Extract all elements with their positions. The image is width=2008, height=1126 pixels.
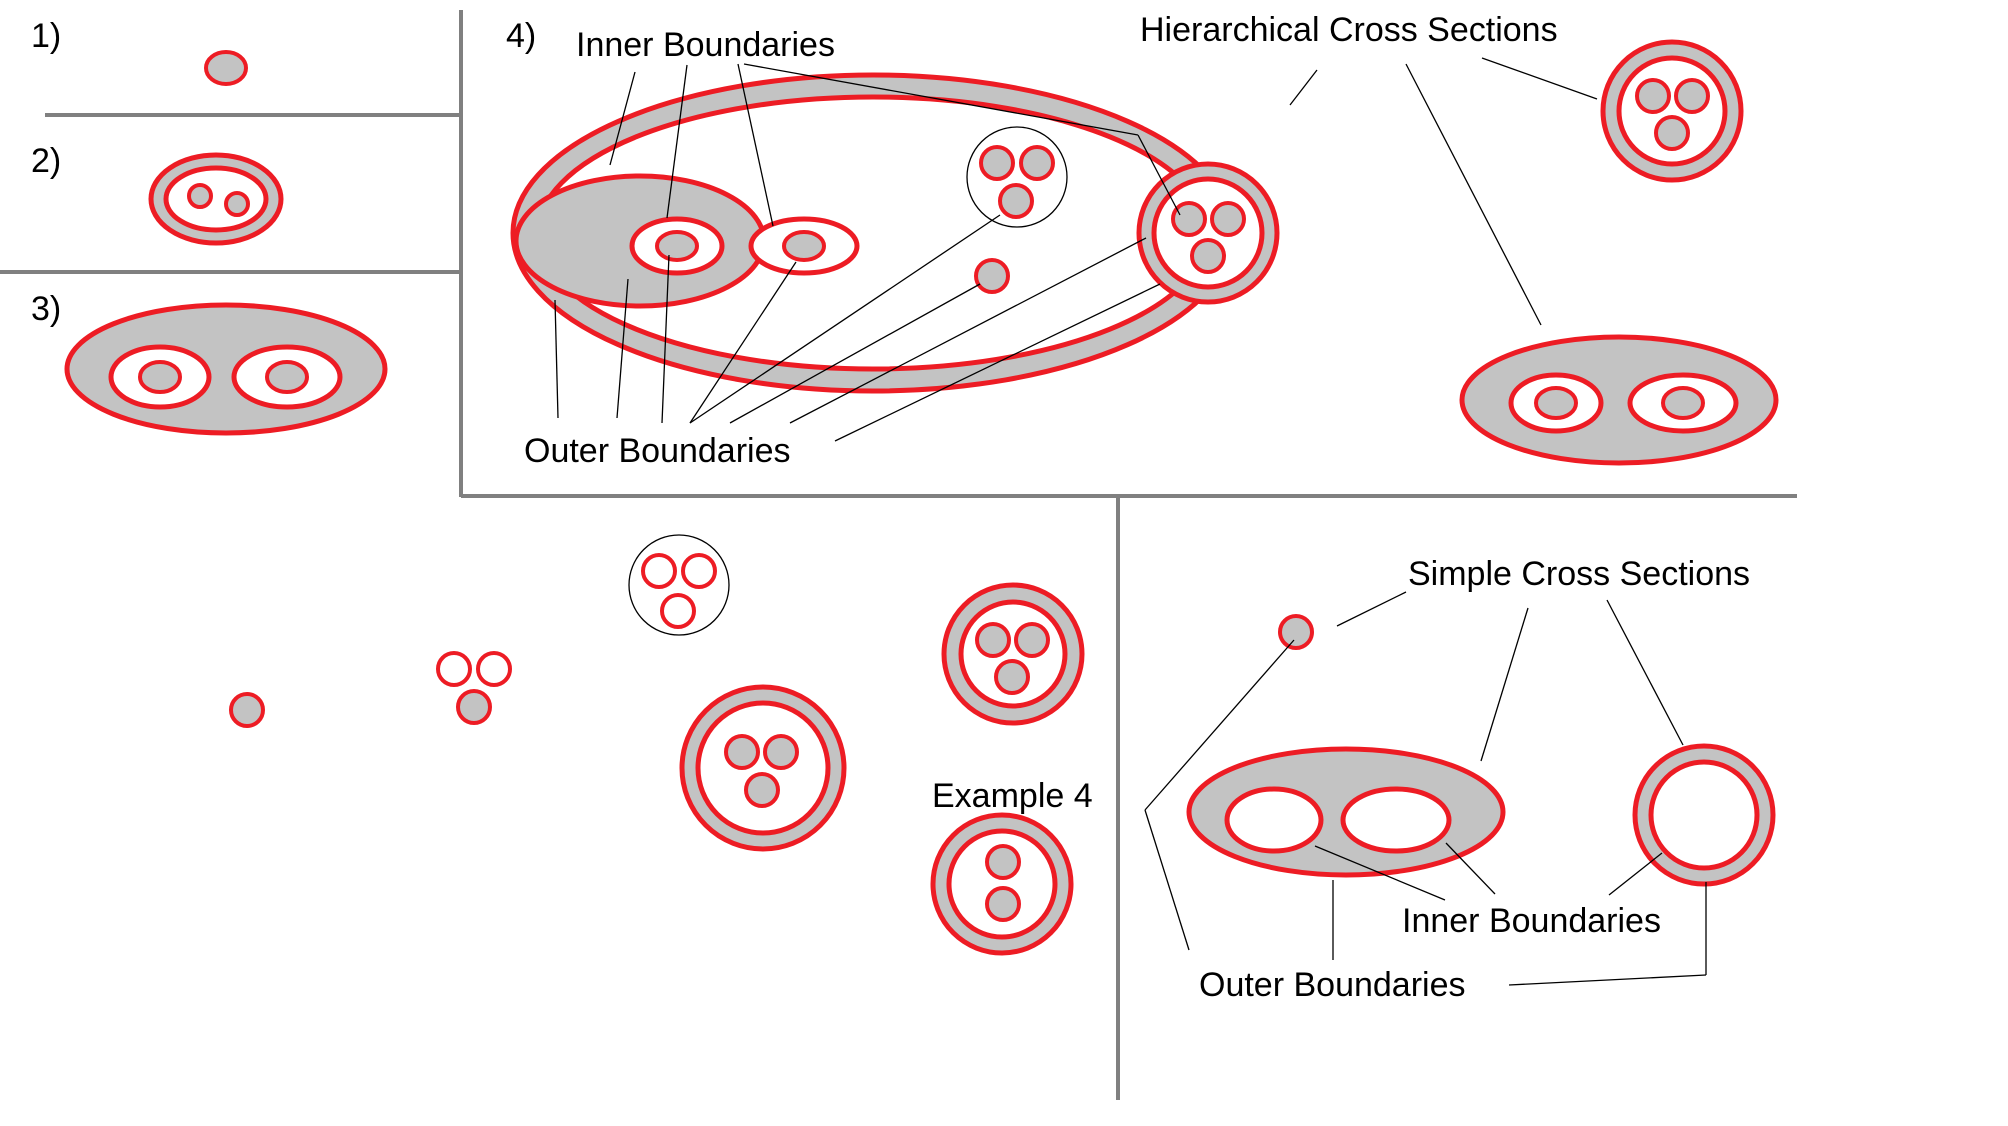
leader-line-75 <box>554 299 559 419</box>
simple-outer-boundaries-label: Outer Boundaries <box>1199 966 1466 1004</box>
material-region-64 <box>1278 614 1314 650</box>
material-region-59 <box>994 659 1030 695</box>
hole-region-48 <box>681 553 717 589</box>
hole-region-61 <box>946 828 1058 940</box>
leader-line-81 <box>789 237 1147 424</box>
leader-line-93 <box>1445 842 1496 895</box>
material-region-34 <box>1635 78 1671 114</box>
material-region-57 <box>975 622 1011 658</box>
material-region-63 <box>985 886 1021 922</box>
material-region-41 <box>1661 386 1705 420</box>
leader-line-82 <box>834 283 1161 442</box>
hole-region-51 <box>695 700 831 836</box>
leader-line-87 <box>1480 607 1529 762</box>
material-region-58 <box>1014 622 1050 658</box>
leader-line-70 <box>609 71 636 166</box>
material-region-53 <box>763 734 799 770</box>
material-region-30 <box>1210 201 1246 237</box>
material-region-29 <box>1171 201 1207 237</box>
panel-2-number: 2) <box>31 142 62 180</box>
hole-region-66 <box>1224 786 1324 854</box>
material-region-23 <box>979 145 1015 181</box>
leader-line-84 <box>1405 63 1542 326</box>
panel-4-number: 4) <box>506 17 537 55</box>
leader-line-94 <box>1608 852 1663 896</box>
leader-line-86 <box>1336 591 1407 627</box>
leader-line-76 <box>616 278 629 419</box>
hole-region-49 <box>660 593 696 629</box>
panel-4-inner-boundaries-label: Inner Boundaries <box>576 26 835 64</box>
material-region-36 <box>1654 115 1690 151</box>
material-region-5 <box>204 50 248 86</box>
panel-dividers <box>0 10 1797 1100</box>
panel-4-hierarchical <box>510 72 1280 394</box>
panel-1-number: 1) <box>31 17 62 55</box>
material-region-31 <box>1190 238 1226 274</box>
material-region-26 <box>974 258 1010 294</box>
material-region-9 <box>224 191 250 217</box>
leader-line-89 <box>1144 639 1295 811</box>
leader-lines <box>554 57 1707 986</box>
hole-region-43 <box>436 651 472 687</box>
leader-line-83 <box>1289 69 1318 106</box>
hole-region-44 <box>476 651 512 687</box>
hole-region-7 <box>163 165 269 233</box>
leader-line-79 <box>689 214 1001 424</box>
simple-cross-sections <box>1186 614 1776 887</box>
material-region-24 <box>1019 145 1055 181</box>
leader-line-72 <box>737 63 774 227</box>
panel-3-cross-section <box>64 302 388 436</box>
example-4-pieces <box>229 534 1085 956</box>
material-region-62 <box>985 844 1021 880</box>
panel-2-cross-section <box>148 152 284 246</box>
hierarchical-cross-sections-label: Hierarchical Cross Sections <box>1140 11 1558 49</box>
material-region-14 <box>265 360 309 394</box>
leader-line-95 <box>1508 974 1707 986</box>
hierarchical-examples <box>1459 39 1779 466</box>
leader-line-73 <box>743 63 1139 136</box>
material-region-21 <box>782 230 826 262</box>
leader-line-77 <box>661 254 670 424</box>
material-region-42 <box>229 692 265 728</box>
panel-1-cross-section <box>204 50 248 86</box>
material-region-52 <box>724 734 760 770</box>
leader-line-88 <box>1606 599 1684 746</box>
leader-line-74 <box>1137 134 1181 216</box>
hole-region-47 <box>641 553 677 589</box>
example-4-label: Example 4 <box>932 777 1093 815</box>
leader-line-85 <box>1481 57 1598 100</box>
leader-line-78 <box>689 261 797 424</box>
material-region-19 <box>655 230 699 262</box>
material-region-8 <box>187 183 213 209</box>
panel-3-number: 3) <box>31 290 62 328</box>
leader-line-80 <box>729 283 981 424</box>
material-region-25 <box>998 183 1034 219</box>
material-region-45 <box>456 689 492 725</box>
leader-line-92 <box>1314 845 1446 901</box>
simple-cross-sections-label: Simple Cross Sections <box>1408 555 1751 593</box>
hole-region-69 <box>1648 759 1760 871</box>
material-region-12 <box>138 360 182 394</box>
hole-region-67 <box>1340 786 1452 854</box>
material-region-54 <box>744 772 780 808</box>
leader-line-71 <box>666 64 688 219</box>
material-region-39 <box>1534 386 1578 420</box>
leader-line-90 <box>1144 809 1190 951</box>
panel-4-outer-boundaries-label: Outer Boundaries <box>524 432 791 470</box>
simple-inner-boundaries-label: Inner Boundaries <box>1402 902 1661 940</box>
material-region-35 <box>1674 78 1710 114</box>
